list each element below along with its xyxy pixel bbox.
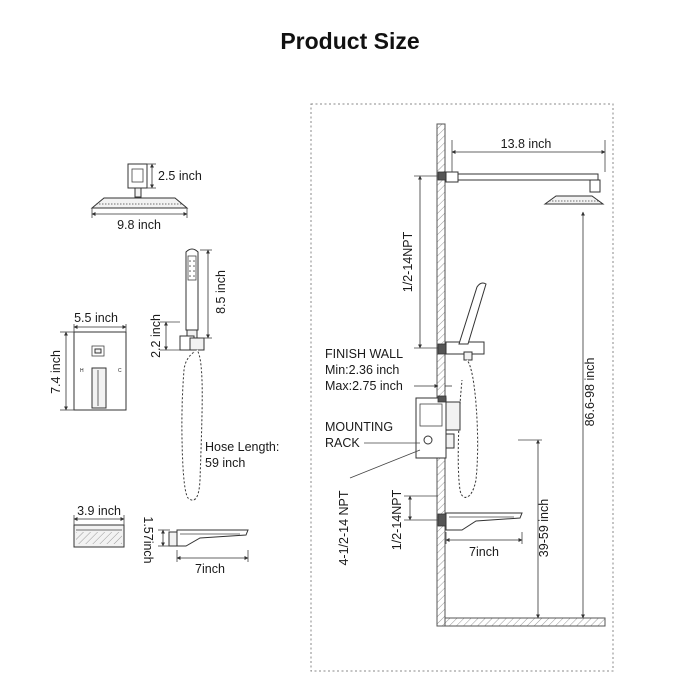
installation-view: 13.8 inch 1/2-14NPT FINISH WALL Min:2.36…: [310, 103, 614, 672]
mounting-rack: [415, 397, 447, 459]
hose: [181, 349, 203, 501]
installed-head: [543, 195, 605, 205]
spout-side: [176, 529, 249, 547]
spout-width-label: 3.9 inch: [77, 504, 121, 518]
mounting-label: MOUNTING: [325, 420, 393, 434]
shower-head-component: 2.5 inch 9.8 inch: [90, 163, 202, 232]
svg-text:H: H: [80, 368, 84, 374]
install-spout-length-label: 7inch: [469, 545, 499, 559]
arm-length-label: 13.8 inch: [501, 137, 552, 151]
installation-frame: [310, 103, 614, 672]
finish-max-label: Max:2.75 inch: [325, 379, 403, 393]
spout-side-component: 1.57inch 7inch: [141, 516, 249, 576]
handheld-shower-component: 8.5 inch 2.2 inch Hose Length: 59 inch: [149, 248, 279, 501]
handheld-length-label: 8.5 inch: [214, 270, 228, 314]
valve-handle: [91, 367, 107, 409]
valve-trim-component: H C 5.5 inch 7.4 inch: [49, 311, 127, 411]
npt-valve-label: 4-1/2-14 NPT: [337, 490, 351, 565]
svg-text:C: C: [118, 368, 122, 374]
spout-height-label: 1.57inch: [141, 516, 155, 563]
head-mount-block: [127, 163, 148, 189]
page-title: Product Size: [280, 28, 419, 54]
handheld-wand: [185, 248, 199, 331]
shower-arm: [457, 173, 599, 181]
valve-height-label: 7.4 inch: [49, 350, 63, 394]
hose-length-label: Hose Length:: [205, 440, 279, 454]
installed-spout: [445, 512, 523, 531]
valve-width-label: 5.5 inch: [74, 311, 118, 325]
head-plate: [90, 197, 189, 209]
floor: [444, 617, 606, 627]
finish-wall: [436, 123, 446, 627]
hose-length-value: 59 inch: [205, 456, 245, 470]
npt-spout-label: 1/2-14NPT: [390, 489, 404, 550]
finish-min-label: Min:2.36 inch: [325, 363, 399, 377]
head-height-label: 2.5 inch: [158, 169, 202, 183]
finish-wall-label: FINISH WALL: [325, 347, 403, 361]
installed-wand: [458, 282, 487, 345]
spout-floor-height-label: 39-59 inch: [537, 499, 551, 557]
holder-height-label: 2.2 inch: [149, 314, 163, 358]
head-floor-height-label: 86.6-98 inch: [583, 358, 597, 427]
npt-top-label: 1/2-14NPT: [401, 231, 415, 292]
spout-front-component: 3.9 inch: [73, 504, 125, 548]
head-width-label: 9.8 inch: [117, 218, 161, 232]
mounting-label-2: RACK: [325, 436, 360, 450]
spout-length-label: 7inch: [195, 562, 225, 576]
